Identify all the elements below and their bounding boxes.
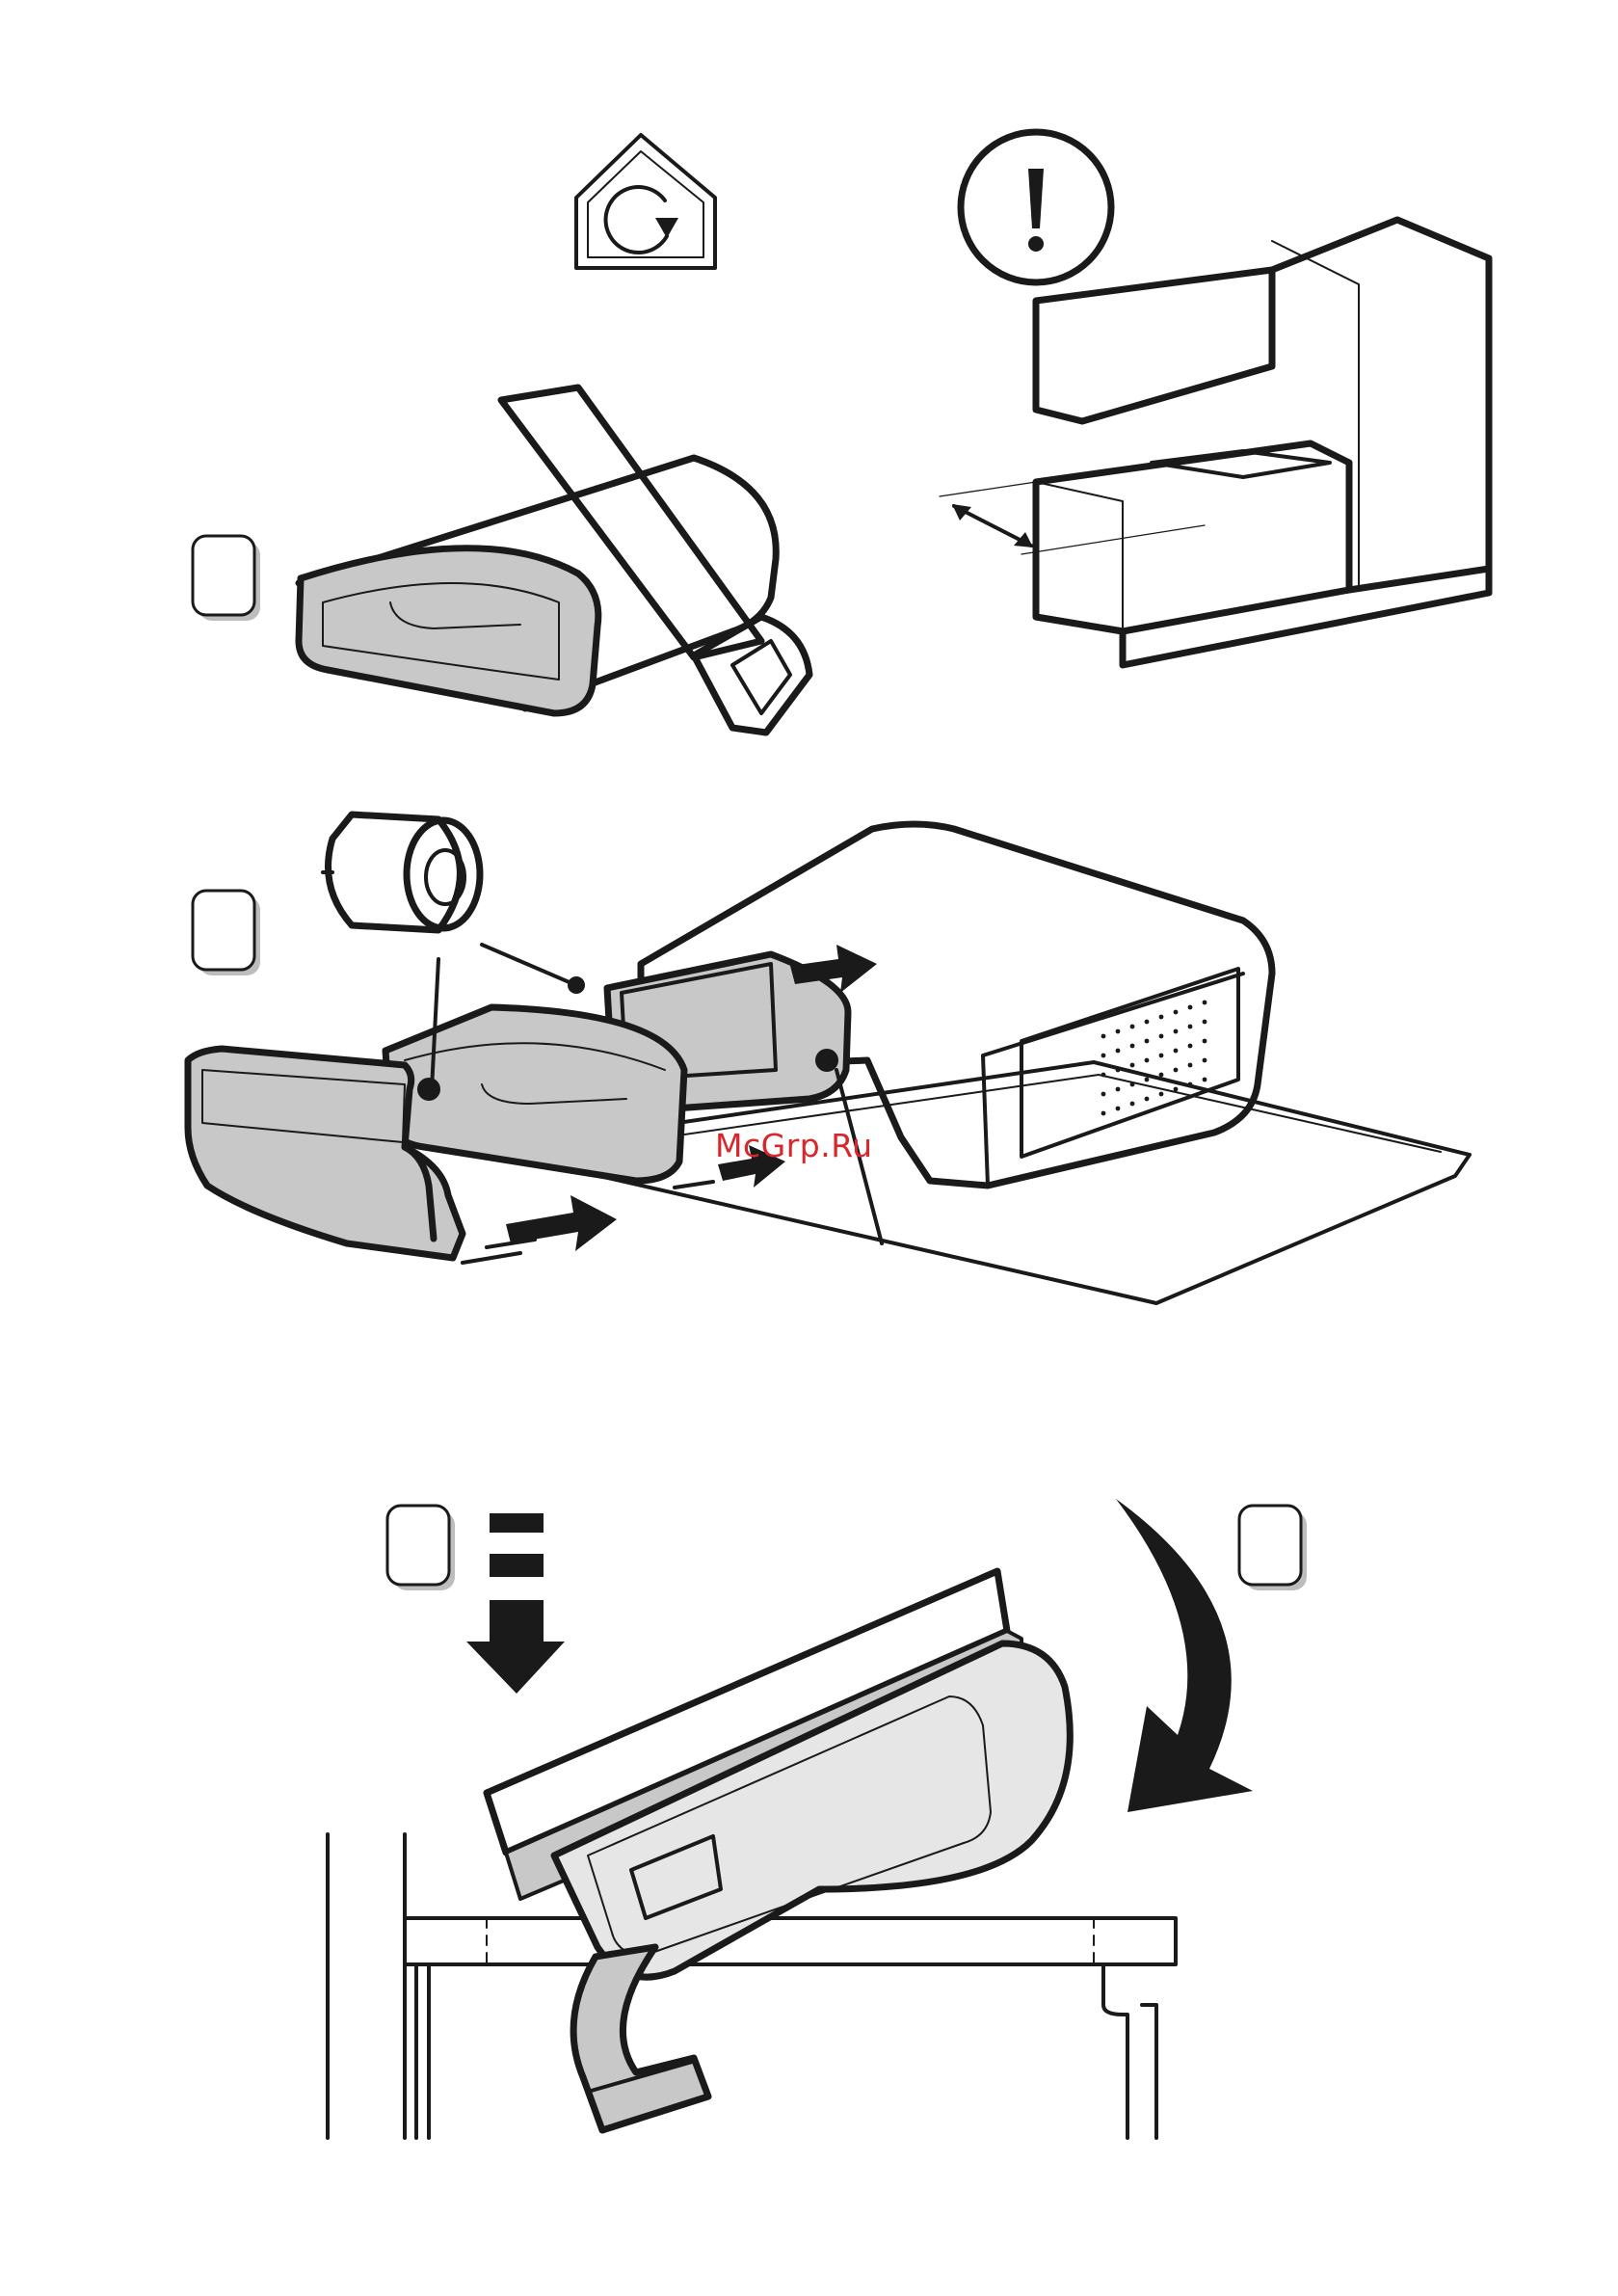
- down-arrow-icon: [466, 1513, 565, 1694]
- house-rotate-icon: [576, 135, 715, 268]
- step-4-badge: [1239, 1506, 1307, 1590]
- kitchen-cabinet-illustration: [940, 220, 1489, 665]
- duct-pieces-assembly: [188, 945, 882, 1258]
- step-1-badge: [193, 536, 260, 621]
- watermark-text: McGrp.Ru: [715, 1127, 873, 1164]
- tilted-hob-unit: [487, 1571, 1070, 2130]
- tape-roll-icon: [323, 814, 480, 930]
- exclamation-warning-icon: [961, 132, 1111, 282]
- step-2-badge: [193, 891, 260, 975]
- curved-rotate-arrow-icon: [1116, 1499, 1253, 1812]
- step-3-badge: [387, 1506, 455, 1590]
